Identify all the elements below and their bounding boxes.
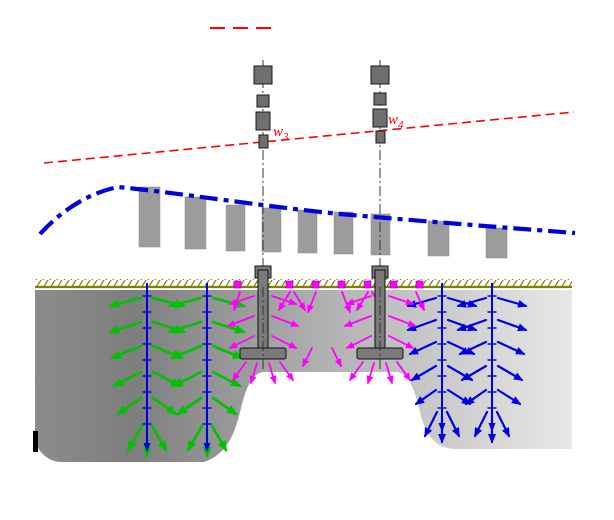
greenfield-settlement-curve (38, 184, 576, 236)
w4-label: w4 (388, 112, 404, 131)
building-bar (261, 207, 282, 253)
building-bar (297, 209, 318, 254)
grout-tube-2 (202, 283, 212, 452)
tilt-reference-line (43, 111, 575, 164)
grout-tube-4 (487, 283, 497, 432)
grout-tube-1 (142, 283, 152, 452)
building-bar (184, 196, 207, 250)
building-bar (427, 220, 450, 257)
ground-surface (35, 279, 572, 289)
w3-label: w3 (273, 124, 289, 143)
soil-edge-mark (33, 431, 38, 452)
building-bar (333, 211, 354, 255)
compaction-grout-arrows-magenta (226, 291, 425, 385)
building-bar (485, 227, 508, 259)
plumb-target-stack-left (253, 65, 273, 149)
grout-tube-3 (437, 283, 447, 432)
building-bar (138, 186, 161, 248)
plumb-target-stack-right (370, 65, 390, 144)
building-bar (225, 204, 246, 252)
